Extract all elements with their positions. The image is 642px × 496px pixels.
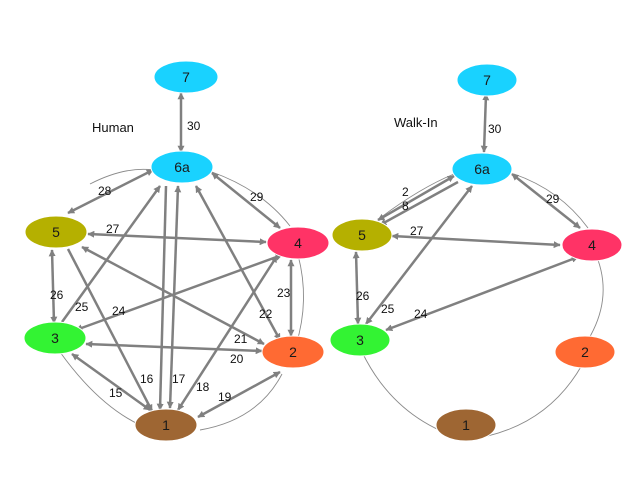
node-7-label: 7 [483, 72, 491, 88]
walkin-title: Walk-In [394, 115, 438, 130]
human-panel: Human [23, 60, 330, 442]
arrow-26 [48, 249, 58, 324]
node-3: 3 [329, 323, 391, 357]
walkin-panel: Walk-In 30 2 8 29 27 26 [329, 63, 623, 442]
node-3: 3 [23, 321, 87, 355]
arrow-29 [511, 173, 581, 229]
node-3-label: 3 [356, 332, 364, 348]
edge-label-29: 29 [546, 192, 560, 206]
arrow-30 [480, 93, 490, 153]
arrow-26 [352, 251, 362, 325]
human-arrows [48, 92, 295, 419]
node-4: 4 [266, 226, 330, 260]
node-6a-label: 6a [474, 161, 490, 177]
arrow-2 [377, 174, 455, 222]
edge-label-17: 17 [172, 372, 186, 386]
edge-label-28: 28 [98, 184, 112, 198]
arrow-15 [71, 352, 151, 412]
node-1-label: 1 [462, 417, 470, 433]
node-5-label: 5 [358, 227, 366, 243]
arrow-25 [365, 185, 473, 325]
arrow-24 [75, 253, 283, 332]
node-7: 7 [456, 63, 518, 97]
edge-label-27: 27 [106, 222, 120, 236]
edge-label-18: 18 [196, 380, 210, 394]
walkin-arrows [352, 93, 581, 332]
node-5: 5 [331, 218, 393, 252]
node-7-label: 7 [182, 69, 190, 85]
arrow-28 [67, 168, 154, 215]
node-4-label: 4 [294, 235, 302, 251]
edge-label-27: 27 [410, 224, 424, 238]
edge-label-8: 8 [402, 199, 409, 213]
edge-label-24: 24 [414, 307, 428, 321]
edge-label-19: 19 [218, 390, 232, 404]
node-5: 5 [24, 215, 88, 249]
node-2: 2 [554, 335, 616, 369]
edge-label-23: 23 [277, 286, 291, 300]
edge-label-26: 26 [50, 288, 64, 302]
edge-label-2: 2 [402, 185, 409, 199]
node-4: 4 [561, 228, 623, 262]
edge-label-25: 25 [75, 300, 89, 314]
arrow-24 [385, 255, 579, 332]
edge-label-30: 30 [187, 119, 201, 133]
edge-label-21: 21 [234, 332, 248, 346]
node-4-label: 4 [588, 237, 596, 253]
node-7: 7 [153, 60, 219, 94]
arrow-17 [166, 185, 182, 409]
node-1: 1 [134, 408, 198, 442]
human-nodes: 7 6a 5 4 3 2 1 [23, 60, 330, 442]
node-2-label: 2 [581, 344, 589, 360]
node-3-label: 3 [51, 330, 59, 346]
arrow-18 [176, 255, 279, 411]
arrow-29 [211, 172, 281, 229]
edge-label-30: 30 [488, 122, 502, 136]
node-5-label: 5 [52, 224, 60, 240]
node-1-label: 1 [162, 417, 170, 433]
node-6a: 6a [451, 152, 513, 186]
edge-label-15: 15 [109, 386, 123, 400]
edge-label-25: 25 [381, 302, 395, 316]
node-2: 2 [261, 335, 325, 369]
node-6a: 6a [150, 150, 214, 184]
node-6a-label: 6a [174, 159, 190, 175]
node-1: 1 [435, 408, 497, 442]
edge-label-24: 24 [112, 304, 126, 318]
walkin-nodes: 7 6a 5 4 3 2 1 [329, 63, 623, 442]
edge-label-26: 26 [356, 289, 370, 303]
walkin-edge-labels: 30 2 8 29 27 26 25 24 [356, 122, 560, 321]
edge-label-20: 20 [230, 352, 244, 366]
node-2-label: 2 [289, 344, 297, 360]
human-edge-labels: 30 28 29 27 26 25 24 23 22 21 20 19 18 1… [50, 119, 291, 404]
arrow-3-6a [60, 185, 162, 323]
human-title: Human [92, 120, 134, 135]
edge-label-22: 22 [259, 307, 273, 321]
edge-label-16: 16 [140, 372, 154, 386]
arrow-16 [156, 185, 168, 411]
edge-label-29: 29 [250, 190, 264, 204]
